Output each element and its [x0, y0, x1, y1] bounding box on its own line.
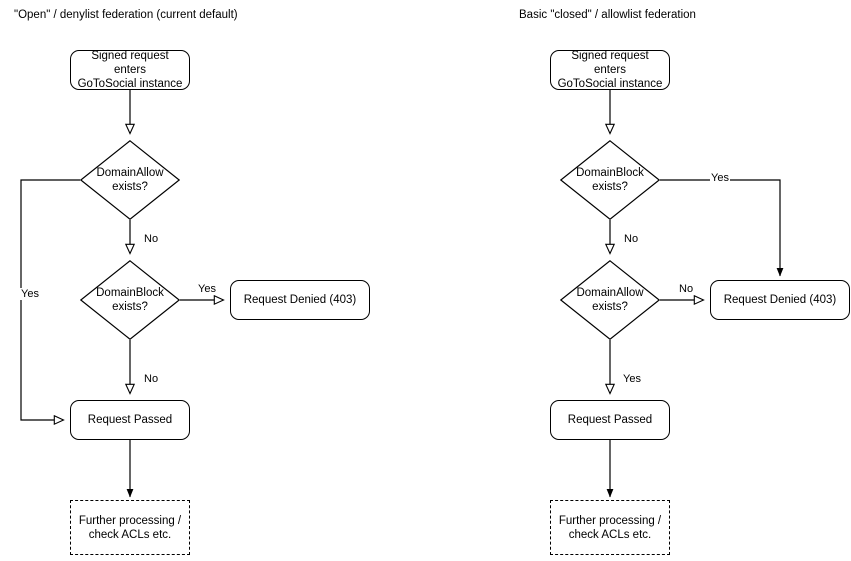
node-label: DomainAllow exists? [96, 167, 164, 193]
node-decision-domainblock-left: DomainBlock exists? [80, 260, 180, 340]
node-label: Signed request enters GoToSocial instanc… [557, 50, 663, 90]
node-request-denied-right: Request Denied (403) [710, 280, 850, 320]
panel-title-open-denylist: "Open" / denylist federation (current de… [14, 9, 238, 21]
node-label: Signed request enters GoToSocial instanc… [77, 50, 183, 90]
edge-label-domainblock-yes-left: Yes [197, 283, 217, 295]
edge-label-domainallow-yes-right: Yes [622, 373, 642, 385]
node-label: Further processing / check ACLs etc. [558, 514, 662, 541]
edge-label-domainblock-no-left: No [143, 373, 160, 385]
node-request-denied-left: Request Denied (403) [230, 280, 370, 320]
edge-label-domainblock-yes-right: Yes [710, 172, 730, 184]
node-label: Request Denied (403) [243, 294, 357, 306]
node-label: DomainBlock exists? [576, 167, 644, 193]
node-signed-request-start-left: Signed request enters GoToSocial instanc… [70, 50, 190, 90]
node-label: Request Denied (403) [723, 294, 837, 306]
node-label: DomainAllow exists? [576, 287, 644, 313]
node-label: Further processing / check ACLs etc. [78, 514, 182, 541]
node-decision-domainallow-left: DomainAllow exists? [80, 140, 180, 220]
node-signed-request-start-right: Signed request enters GoToSocial instanc… [550, 50, 670, 90]
node-request-passed-right: Request Passed [550, 400, 670, 440]
node-decision-domainblock-right: DomainBlock exists? [560, 140, 660, 220]
node-label: Request Passed [567, 414, 653, 426]
node-further-processing-left: Further processing / check ACLs etc. [70, 500, 190, 555]
node-further-processing-right: Further processing / check ACLs etc. [550, 500, 670, 555]
panel-title-closed-allowlist: Basic "closed" / allowlist federation [519, 9, 696, 21]
node-request-passed-left: Request Passed [70, 400, 190, 440]
node-label: Request Passed [87, 414, 173, 426]
edge-label-domainallow-no-right: No [678, 283, 695, 295]
edge-label-domainallow-yes-left: Yes [20, 288, 40, 300]
edge-label-domainblock-no-right: No [623, 233, 640, 245]
node-label: DomainBlock exists? [96, 287, 164, 313]
node-decision-domainallow-right: DomainAllow exists? [560, 260, 660, 340]
edge-label-domainallow-no-left: No [143, 233, 160, 245]
